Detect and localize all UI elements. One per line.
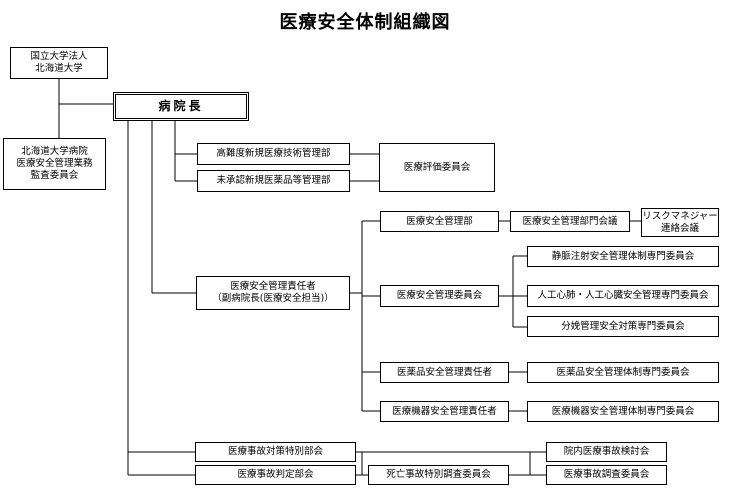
device-safety-officer-label: 医療機器安全管理責任者 <box>392 405 497 417</box>
risk-manager-meeting-label: リスクマネジャー 連絡会議 <box>642 210 718 234</box>
artificial-organs-committee-label: 人工心肺・人工心臓安全管理専門委員会 <box>537 290 709 302</box>
death-investigation-committee-box: 死亡事故特別調査委員会 <box>368 465 509 485</box>
device-safety-committee-label: 医療機器安全管理体制専門委員会 <box>551 405 695 417</box>
device-safety-officer-box: 医療機器安全管理責任者 <box>380 401 509 422</box>
device-safety-committee-box: 医療機器安全管理体制専門委員会 <box>527 401 719 422</box>
accident-special-committee-box: 医療事故対策特別部会 <box>195 442 356 462</box>
audit-committee-box: 北海道大学病院 医療安全管理業務 監査委員会 <box>3 138 106 190</box>
investigation-committee-box: 医療事故調査委員会 <box>546 465 667 485</box>
unapproved-drugs-dept-box: 未承認新規医薬品等管理部 <box>197 170 350 192</box>
death-investigation-committee-label: 死亡事故特別調査委員会 <box>386 469 491 481</box>
safety-dept-meeting-box: 医療安全管理部門会議 <box>510 211 630 232</box>
safety-officer-label: 医療安全管理責任者 （副病院長(医療安全担当)） <box>212 281 334 304</box>
inhospital-review-committee-box: 院内医療事故検討会 <box>546 442 667 462</box>
accident-judgment-committee-box: 医療事故判定部会 <box>195 465 356 485</box>
evaluation-committee-box: 医療評価委員会 <box>379 143 495 192</box>
chart-title: 医療安全体制組織図 <box>279 12 451 33</box>
audit-committee-label: 北海道大学病院 医療安全管理業務 監査委員会 <box>16 146 93 181</box>
artificial-organs-committee-box: 人工心肺・人工心臓安全管理専門委員会 <box>527 285 719 307</box>
advanced-tech-dept-box: 高難度新規医療技術管理部 <box>197 143 350 165</box>
director-label: 病院長 <box>158 99 204 113</box>
drug-safety-committee-box: 医薬品安全管理体制専門委員会 <box>527 362 719 383</box>
safety-officer-box: 医療安全管理責任者 （副病院長(医療安全担当)） <box>196 276 350 310</box>
investigation-committee-label: 医療事故調査委員会 <box>563 469 650 481</box>
unapproved-drugs-dept-label: 未承認新規医薬品等管理部 <box>216 175 331 187</box>
inhospital-review-committee-label: 院内医療事故検討会 <box>563 446 650 458</box>
iv-injection-committee-box: 静脈注射安全管理体制専門委員会 <box>527 246 719 267</box>
accident-judgment-committee-label: 医療事故判定部会 <box>237 469 314 481</box>
advanced-tech-dept-label: 高難度新規医療技術管理部 <box>216 148 331 160</box>
safety-committee-box: 医療安全管理委員会 <box>380 285 499 307</box>
drug-safety-officer-label: 医薬品安全管理責任者 <box>396 366 492 378</box>
evaluation-committee-label: 医療評価委員会 <box>403 161 471 173</box>
safety-dept-meeting-label: 医療安全管理部門会議 <box>522 215 618 227</box>
drug-safety-committee-label: 医薬品安全管理体制専門委員会 <box>556 366 690 378</box>
delivery-committee-box: 分娩管理安全対策専門委員会 <box>527 316 719 337</box>
risk-manager-meeting-box: リスクマネジャー 連絡会議 <box>641 208 719 237</box>
drug-safety-officer-box: 医薬品安全管理責任者 <box>380 362 509 383</box>
safety-dept-box: 医療安全管理部 <box>380 211 499 232</box>
director-box: 病院長 <box>113 92 249 121</box>
delivery-committee-label: 分娩管理安全対策専門委員会 <box>561 320 685 332</box>
safety-committee-label: 医療安全管理委員会 <box>396 290 483 302</box>
corporation-box: 国立大学法人 北海道大学 <box>10 47 108 79</box>
iv-injection-committee-label: 静脈注射安全管理体制専門委員会 <box>551 250 695 262</box>
safety-dept-label: 医療安全管理部 <box>406 215 473 227</box>
corporation-label: 国立大学法人 北海道大学 <box>30 51 88 74</box>
accident-special-committee-label: 医療事故対策特別部会 <box>227 446 323 458</box>
